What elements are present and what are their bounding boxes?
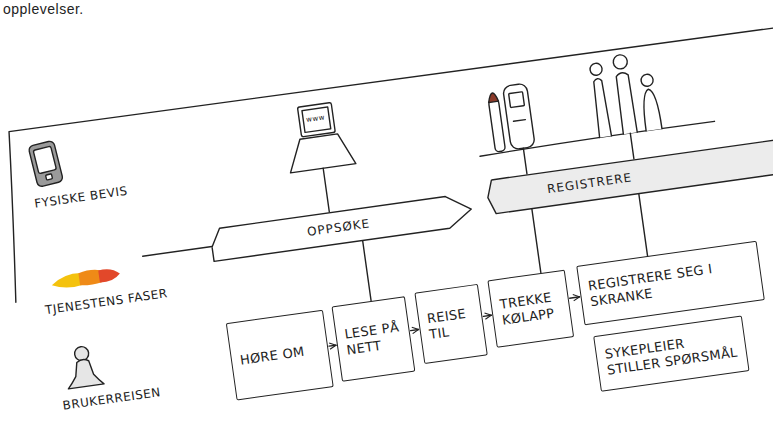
staff-figures [589,50,666,163]
step-text: REISE TIL [426,305,476,343]
journey-step-box: HØRE OM [226,310,334,401]
pen-icon [487,92,505,152]
row-heading: FYSISKE BEVIS [33,184,128,211]
caption-fragment: opplevelser. [3,1,84,17]
step-text: TREKKE KØLAPP [499,289,563,329]
flow-arrow [483,315,491,316]
step-text: REGISTRERE SEG I SKRANKE [587,256,754,311]
journey-step-box: TREKKE KØLAPP [487,270,574,348]
laptop-icon [282,100,362,216]
step-text: SYKEPLEIER STILLER SPØRSMÅL [604,329,739,379]
phase-link [363,240,371,300]
phase-color-stroke [50,266,120,290]
phone-icon [28,140,63,187]
journey-step-box: REISE TIL [414,284,487,364]
phase-link [532,209,541,273]
journey-step-box: REGISTRERE SEG I SKRANKE [576,241,765,326]
step-text: LESE PÅ NETT [343,319,403,358]
flow-arrow [570,297,580,298]
step-text: HØRE OM [239,342,320,369]
row-heading: TJENESTENS FASER [44,286,168,317]
user-figure [63,344,104,389]
journey-step-box: SYKEPLEIER STILLER SPØRSMÅL [593,315,749,391]
phase-band: OPPSØKE [210,193,474,261]
ticket-machine-icon [503,83,539,175]
phase-line [143,246,212,256]
row-heading: BRUKERREISEN [62,385,162,413]
flow-arrow [329,344,336,346]
flow-arrow [411,330,419,331]
journey-step-box: LESE PÅ NETT [331,296,415,382]
phase-band-shape [486,135,773,215]
phase-band-shape [210,193,474,261]
phase-link [639,194,648,256]
